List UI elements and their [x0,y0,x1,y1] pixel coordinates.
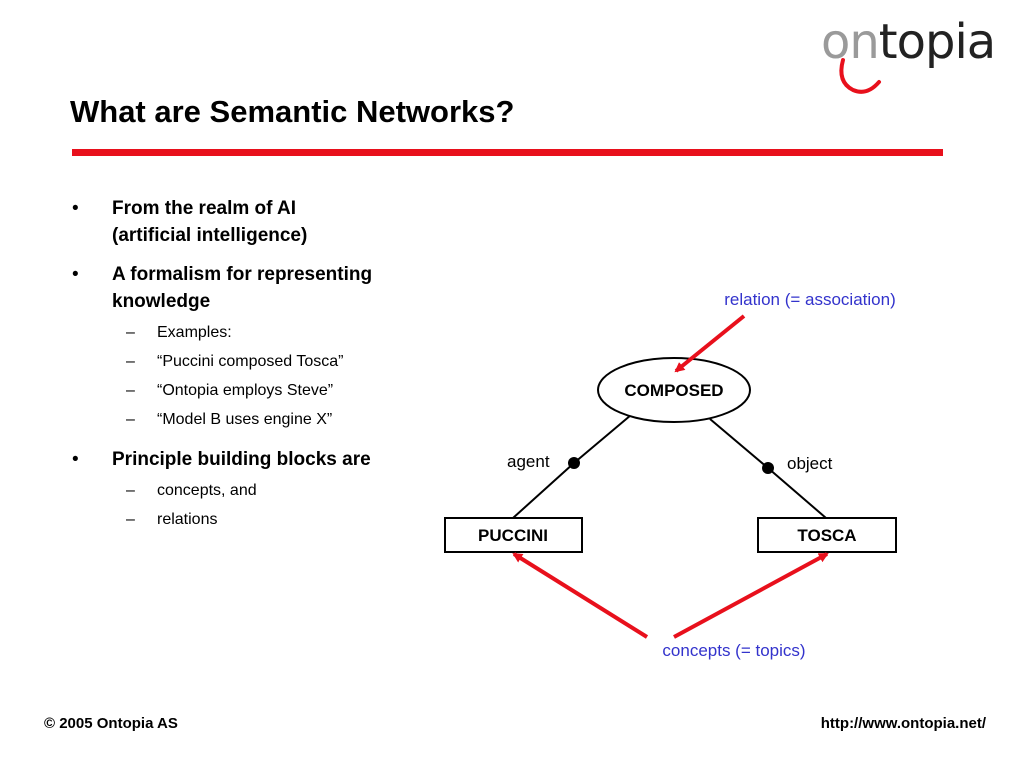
bullet-line: A formalism for representing [112,264,373,285]
slide-title: What are Semantic Networks? [70,94,515,129]
relation-node [597,357,751,423]
logo-swoosh-icon [839,58,881,94]
edge-composed-to-object [709,418,769,469]
edge-composed-to-agent [573,414,632,464]
title-divider [72,149,943,156]
logo-text-on: on [821,14,880,70]
sub-bullet-item: relations [112,505,442,534]
concept-annotation-arrow-right [673,552,829,639]
logo-text-topia: topia [878,14,996,70]
bullet-list: From the realm of AI (artificial intelli… [72,195,442,546]
bullet-item: A formalism for representing knowledge E… [72,261,442,434]
bullet-line: From the realm of AI [112,198,297,219]
agent-role-label: agent [507,452,550,471]
object-role-label: object [787,454,833,473]
concept-node-puccini [444,517,583,553]
object-role-dot [762,462,774,474]
relation-node-label: COMPOSED [624,381,723,400]
concept-node-puccini-label: PUCCINI [478,526,548,545]
bullet-line: Principle building blocks are [112,449,371,470]
bullet-line: knowledge [112,291,211,312]
sub-bullet-item: “Model B uses engine X” [112,405,442,434]
sub-bullet-item: Examples: [112,318,442,347]
sub-bullet-item: “Puccini composed Tosca” [112,347,442,376]
agent-role-dot [568,457,580,469]
concepts-annotation-label: concepts (= topics) [662,641,805,660]
bullet-item: Principle building blocks are concepts, … [72,446,442,534]
bullet-item: From the realm of AI (artificial intelli… [72,195,442,249]
edge-object-to-tosca [767,467,827,519]
footer-url-link[interactable]: http://www.ontopia.net/ [820,715,986,732]
sub-bullet-item: concepts, and [112,476,442,505]
sub-bullet-item: “Ontopia employs Steve” [112,376,442,405]
concept-annotation-arrow-left [512,552,649,639]
bullet-line: (artificial intelligence) [112,225,308,246]
ontopia-logo: ontopia [815,12,1015,102]
footer-copyright: © 2005 Ontopia AS [44,715,178,732]
sub-bullet-list: Examples: “Puccini composed Tosca” “Onto… [112,318,442,434]
relation-annotation-arrow [674,314,746,373]
logo-wordmark: ontopia [821,12,996,72]
sub-bullet-list: concepts, and relations [112,476,442,534]
concept-node-tosca [757,517,897,553]
relation-annotation-label: relation (= association) [724,290,896,309]
concept-node-tosca-label: TOSCA [797,526,856,545]
edge-agent-to-puccini [512,462,575,519]
